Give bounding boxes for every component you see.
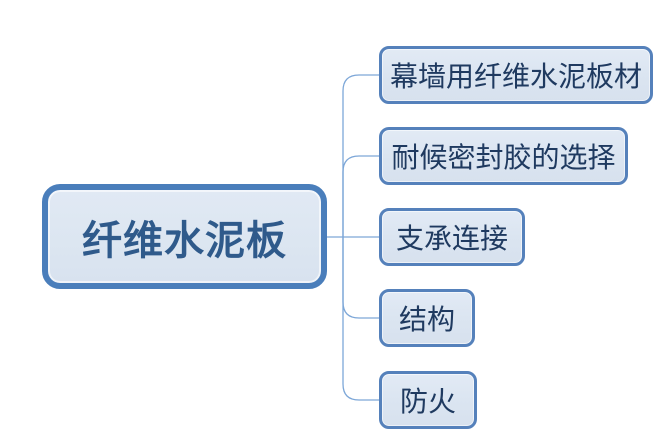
- connector-root-to-child-4: [342, 236, 380, 319]
- subtopic-label-3: 支承连接: [395, 223, 508, 254]
- central-topic-node[interactable]: 纤维水泥板: [42, 184, 327, 289]
- subtopic-node-2[interactable]: 耐候密封胶的选择: [379, 127, 628, 185]
- connector-root-to-child-5: [342, 236, 380, 401]
- subtopic-node-3[interactable]: 支承连接: [379, 208, 525, 266]
- subtopic-node-4[interactable]: 结构: [379, 289, 475, 347]
- subtopic-node-1[interactable]: 幕墙用纤维水泥板材: [379, 46, 653, 104]
- subtopic-label-1: 幕墙用纤维水泥板材: [389, 61, 642, 92]
- subtopic-label-5: 防火: [399, 386, 456, 417]
- connector-root-to-child-1: [342, 74, 380, 238]
- subtopic-label-4: 结构: [398, 304, 455, 335]
- subtopic-node-5[interactable]: 防火: [379, 371, 477, 429]
- subtopic-label-2: 耐候密封胶的选择: [391, 142, 616, 173]
- connector-root-to-child-2: [342, 155, 380, 238]
- central-topic-label: 纤维水泥板: [82, 218, 287, 263]
